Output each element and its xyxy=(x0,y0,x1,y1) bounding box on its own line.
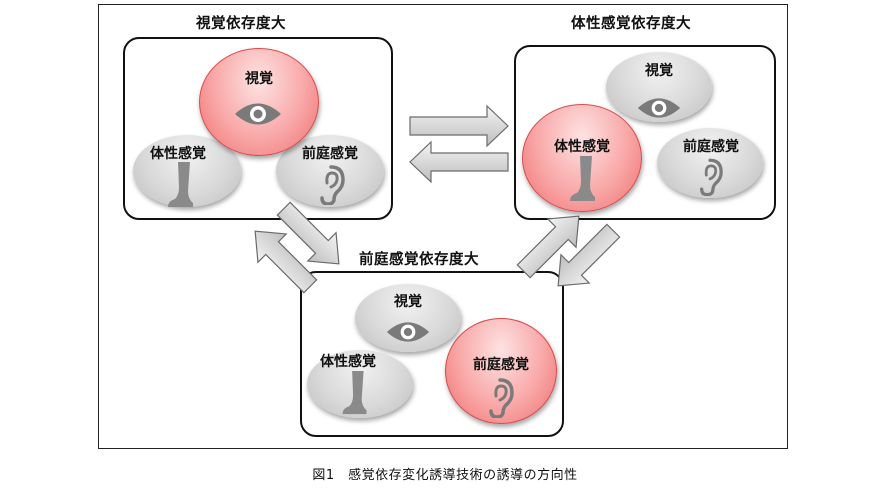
visual-panel-title: 視覚依存度大 xyxy=(196,16,286,32)
leg-icon xyxy=(342,370,367,415)
vestibular-bubble xyxy=(276,135,384,207)
arrow-to-somatosensory-2 xyxy=(516,215,580,279)
eye-icon xyxy=(637,98,681,118)
ear-icon xyxy=(320,165,345,205)
vestibular-bubble xyxy=(657,128,763,198)
arrow-to-vestibular xyxy=(276,201,340,265)
ear-icon xyxy=(489,378,514,418)
eye-icon xyxy=(235,103,281,125)
somatosensory-label: 体性感覚 xyxy=(320,354,376,370)
arrow-to-visual-2 xyxy=(254,230,318,294)
vestibular-panel-title: 前庭感覚依存度大 xyxy=(359,252,479,268)
somatosensory-panel-title: 体性感覚依存度大 xyxy=(571,16,691,32)
arrow-to-somatosensory xyxy=(409,104,509,148)
ear-icon xyxy=(700,158,723,196)
vestibular-label: 前庭感覚 xyxy=(302,146,358,162)
visual-label: 視覚 xyxy=(645,63,673,79)
visual-label: 視覚 xyxy=(245,71,273,87)
figure-caption: 図1 感覚依存変化誘導技術の誘導の方向性 xyxy=(312,468,578,483)
eye-icon xyxy=(386,322,430,342)
arrow-to-visual xyxy=(409,140,509,184)
vestibular-label: 前庭感覚 xyxy=(683,139,739,155)
visual-label: 視覚 xyxy=(394,294,422,310)
vestibular-label: 前庭感覚 xyxy=(473,357,529,373)
visual-bubble-highlight xyxy=(199,48,319,156)
somatosensory-label: 体性感覚 xyxy=(554,139,610,155)
arrow-to-vestibular-2 xyxy=(557,223,621,287)
diagram-frame xyxy=(98,4,788,449)
leg-icon xyxy=(168,162,193,207)
somatosensory-label: 体性感覚 xyxy=(150,146,206,162)
leg-icon xyxy=(570,156,595,201)
vestibular-bubble-highlight xyxy=(445,318,557,424)
